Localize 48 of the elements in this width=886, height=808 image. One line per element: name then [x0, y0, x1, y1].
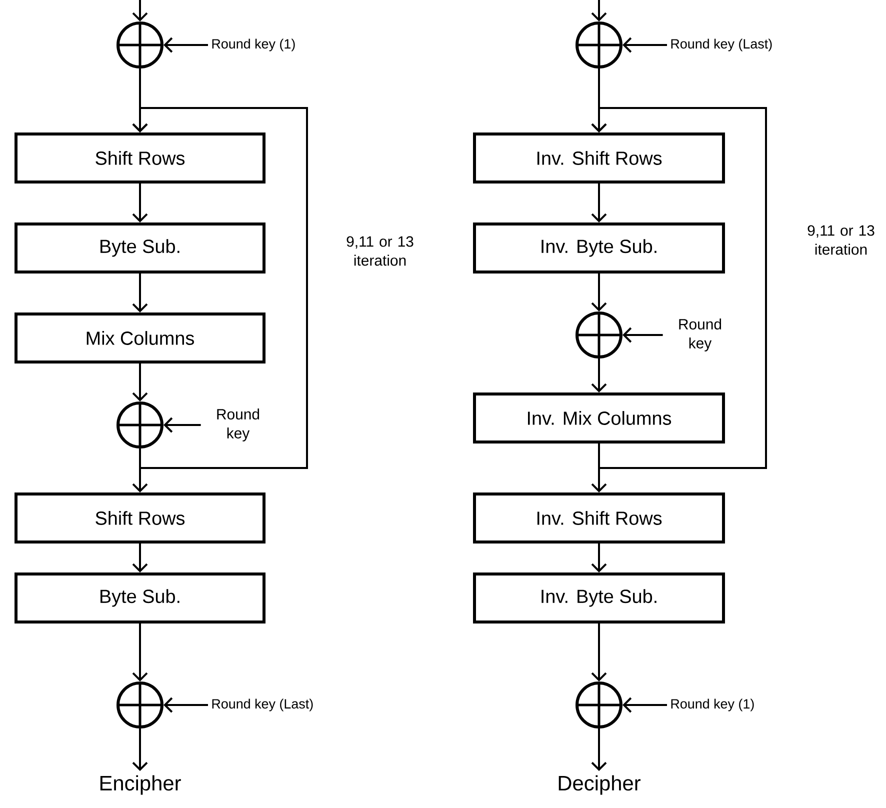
process-box: Inv. Byte Sub. [473, 222, 725, 274]
xor-symbol [116, 681, 164, 728]
key-label: Round key [217, 408, 260, 442]
process-box: Inv. Shift Rows [473, 492, 725, 544]
key-label: Round key (1) [212, 38, 295, 52]
arrow [591, 183, 607, 222]
process-box: Inv. Shift Rows [473, 132, 725, 184]
arrow [164, 697, 208, 713]
arrow [164, 417, 201, 433]
arrow [622, 327, 663, 343]
arrow [132, 107, 308, 469]
key-label: Round key [679, 318, 722, 352]
key-label: Round key (Last) [671, 38, 772, 52]
process-box: Mix Columns [14, 312, 266, 364]
arrow [622, 37, 667, 53]
xor-symbol [116, 401, 164, 448]
cipher-title: Encipher [100, 775, 181, 795]
process-box: Inv. Mix Columns [473, 392, 725, 444]
arrow [622, 697, 667, 713]
arrow [132, 183, 148, 222]
cipher-title: Decipher [558, 775, 640, 795]
arrow [591, 0, 607, 22]
arrow [591, 543, 607, 572]
arrow [591, 107, 767, 469]
key-label: Round key (Last) [212, 698, 313, 712]
xor-symbol [576, 311, 622, 358]
arrow [132, 273, 148, 312]
process-box: Inv. Byte Sub. [473, 572, 725, 624]
process-box: Byte Sub. [14, 572, 266, 624]
arrow [591, 358, 607, 392]
arrow [164, 37, 208, 53]
xor-symbol [576, 681, 622, 728]
process-box: Shift Rows [14, 492, 266, 544]
process-box: Shift Rows [14, 132, 266, 184]
arrow [132, 543, 148, 572]
arrow [132, 623, 148, 682]
iteration-label: 9,11 or 13 iteration [346, 236, 414, 266]
arrow [591, 623, 607, 682]
xor-symbol [576, 22, 622, 68]
xor-symbol [116, 22, 164, 68]
arrow [132, 363, 148, 402]
arrow [132, 0, 148, 22]
arrow [591, 728, 607, 772]
arrow [132, 728, 148, 772]
key-label: Round key (1) [671, 698, 754, 712]
arrow [591, 273, 607, 312]
process-box: Byte Sub. [14, 222, 266, 274]
iteration-label: 9,11 or 13 iteration [808, 225, 874, 255]
